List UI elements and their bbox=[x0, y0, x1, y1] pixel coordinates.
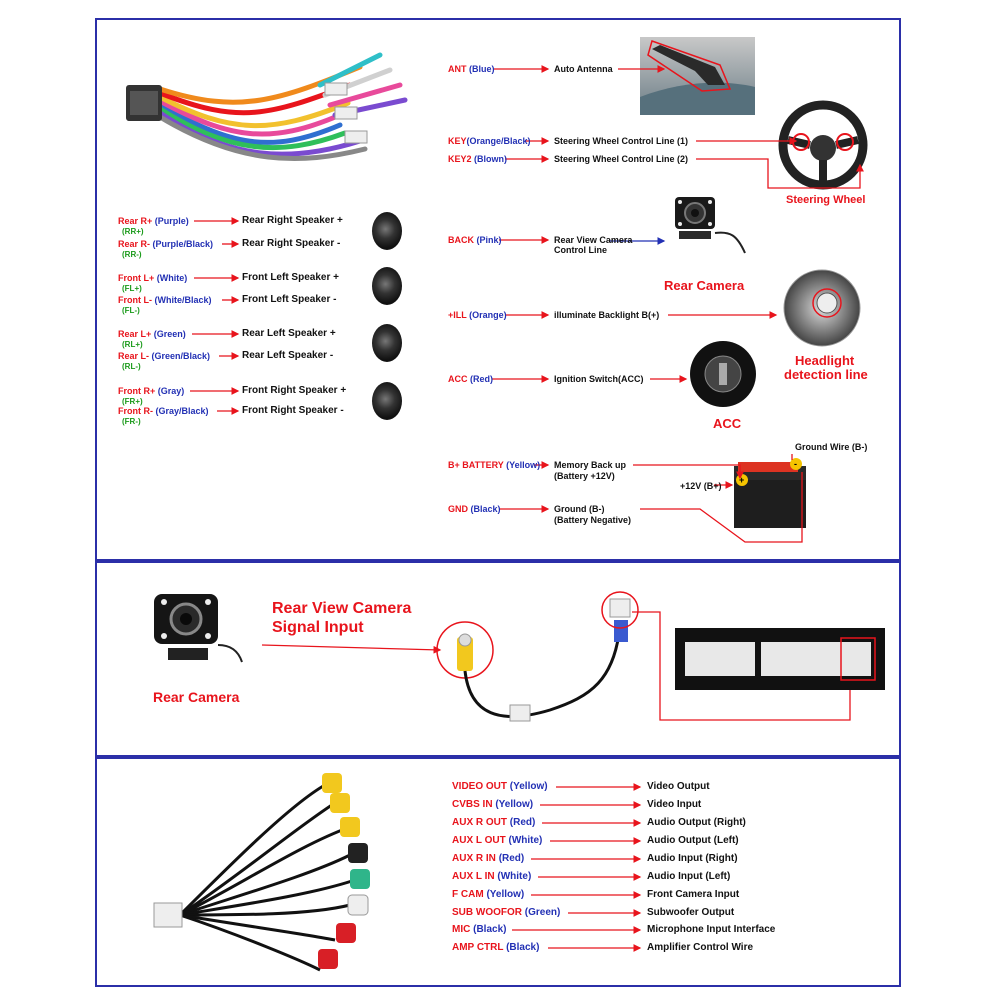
rear-camera-caption: Rear Camera bbox=[153, 689, 240, 705]
speaker-wire-rl-minus: Rear L- (Green/Black) bbox=[118, 351, 211, 361]
rca-row: AUX L IN (White) bbox=[452, 871, 532, 882]
speaker-wire-fr-minus: Front R- (Gray/Black) bbox=[118, 406, 209, 416]
speaker-icon bbox=[372, 382, 402, 420]
svg-text:-: - bbox=[794, 459, 797, 469]
rca-target: Video Output bbox=[647, 781, 710, 792]
battery-image: + - bbox=[734, 458, 806, 528]
wire-target: Rear View Camera bbox=[554, 235, 633, 245]
speaker-icon bbox=[372, 212, 402, 250]
speaker-target: Front Left Speaker - bbox=[242, 294, 337, 305]
wire-target: Auto Antenna bbox=[554, 64, 613, 74]
speaker-abbr: (FR-) bbox=[122, 417, 141, 426]
wire-target-line2: (Battery Negative) bbox=[554, 515, 632, 525]
wire-key: KEY(Orange/Black) bbox=[448, 136, 531, 146]
rca-target: Microphone Input Interface bbox=[647, 924, 776, 935]
speaker-target: Rear Left Speaker - bbox=[242, 350, 334, 361]
speaker-wire-fl-minus: Front L- (White/Black) bbox=[118, 295, 212, 305]
rca-target: Amplifier Control Wire bbox=[647, 942, 754, 953]
speaker-abbr: (RR+) bbox=[122, 227, 144, 236]
wire-harness-image bbox=[126, 52, 408, 161]
wire-target: Steering Wheel Control Line (2) bbox=[554, 154, 689, 164]
wire-target: illuminate Backlight B(+) bbox=[554, 310, 660, 320]
wire-target: Ground (B-) bbox=[554, 504, 605, 514]
wire-target-line2: Control Line bbox=[554, 245, 607, 255]
wire-target: Memory Back up bbox=[554, 460, 627, 470]
wire-target: Ignition Switch(ACC) bbox=[554, 374, 644, 384]
rca-target: Audio Output (Left) bbox=[647, 835, 739, 846]
speaker-wire-rl-plus: Rear L+ (Green) bbox=[118, 329, 186, 339]
wire-ant: ANT (Blue) bbox=[448, 64, 495, 74]
wire-ill: +ILL (Orange) bbox=[448, 310, 507, 320]
speaker-wire-rr-minus: Rear R- (Purple/Black) bbox=[118, 239, 214, 249]
steering-wheel-caption: Steering Wheel bbox=[786, 194, 866, 206]
speaker-wire-fl-plus: Front L+ (White) bbox=[118, 273, 188, 283]
speaker-target: Rear Right Speaker + bbox=[242, 215, 343, 226]
rca-row: AMP CTRL (Black) bbox=[452, 942, 540, 953]
signal-title-line2: Signal Input bbox=[272, 619, 364, 636]
rca-row: AUX R IN (Red) bbox=[452, 853, 525, 864]
antenna-car-image bbox=[640, 37, 755, 115]
bottom-panel bbox=[95, 757, 901, 987]
rca-row: VIDEO OUT (Yellow) bbox=[452, 781, 548, 792]
speaker-abbr: (FR+) bbox=[122, 397, 143, 406]
rca-row: F CAM (Yellow) bbox=[452, 889, 525, 900]
speaker-wire-fr-plus: Front R+ (Gray) bbox=[118, 386, 185, 396]
rca-row: CVBS IN (Yellow) bbox=[452, 799, 534, 810]
rear-camera-image bbox=[675, 197, 746, 254]
rca-target: Front Camera Input bbox=[647, 889, 740, 900]
rca-cable-image bbox=[153, 773, 370, 972]
ignition-image bbox=[690, 341, 756, 407]
acc-caption: ACC bbox=[713, 416, 742, 431]
rca-row: SUB WOOFOR (Green) bbox=[452, 907, 561, 918]
rca-row: AUX R OUT (Red) bbox=[452, 817, 536, 828]
rear-camera-image-large bbox=[154, 594, 243, 663]
signal-title-line1: Rear View Camera bbox=[272, 600, 412, 617]
speaker-target: Front Right Speaker - bbox=[242, 405, 344, 416]
plus12v-label: +12V (B+) bbox=[680, 481, 722, 491]
rca-target: Audio Input (Right) bbox=[647, 853, 738, 864]
speaker-abbr: (RR-) bbox=[122, 250, 142, 259]
speaker-target: Rear Left Speaker + bbox=[242, 328, 336, 339]
speaker-abbr: (FL-) bbox=[122, 306, 140, 315]
headlight-caption: Headlight bbox=[795, 353, 855, 368]
wire-acc: ACC (Red) bbox=[448, 374, 494, 384]
wire-battery: B+ BATTERY (Yellow) bbox=[448, 460, 541, 470]
rca-target: Video Input bbox=[647, 799, 702, 810]
wire-target: Steering Wheel Control Line (1) bbox=[554, 136, 689, 146]
speaker-abbr: (RL-) bbox=[122, 362, 141, 371]
wire-key2: KEY2 (Blown) bbox=[448, 154, 508, 164]
speaker-target: Front Right Speaker + bbox=[242, 385, 347, 396]
ground-wire-label: Ground Wire (B-) bbox=[795, 442, 868, 452]
headlight-caption-line2: detection line bbox=[784, 367, 868, 382]
wire-back: BACK (Pink) bbox=[448, 235, 502, 245]
headlight-image bbox=[783, 269, 861, 347]
wire-target-line2: (Battery +12V) bbox=[554, 471, 615, 481]
rca-target: Subwoofer Output bbox=[647, 907, 735, 918]
rca-target: Audio Output (Right) bbox=[647, 817, 746, 828]
speaker-wire-rr-plus: Rear R+ (Purple) bbox=[118, 216, 189, 226]
speaker-abbr: (FL+) bbox=[122, 284, 142, 293]
wire-gnd: GND (Black) bbox=[448, 504, 501, 514]
rca-row: MIC (Black) bbox=[452, 924, 507, 935]
camera-cable-image bbox=[436, 591, 639, 722]
speaker-target: Rear Right Speaker - bbox=[242, 238, 341, 249]
svg-text:+: + bbox=[739, 475, 744, 485]
speaker-icon bbox=[372, 324, 402, 362]
speaker-target: Front Left Speaker + bbox=[242, 272, 339, 283]
speaker-abbr: (RL+) bbox=[122, 340, 143, 349]
speaker-icon bbox=[372, 267, 402, 305]
rear-camera-caption: Rear Camera bbox=[664, 278, 745, 293]
steering-wheel-image bbox=[778, 100, 868, 190]
rca-row: AUX L OUT (White) bbox=[452, 835, 543, 846]
rca-target: Audio Input (Left) bbox=[647, 871, 731, 882]
head-unit-connector-image bbox=[675, 628, 885, 690]
